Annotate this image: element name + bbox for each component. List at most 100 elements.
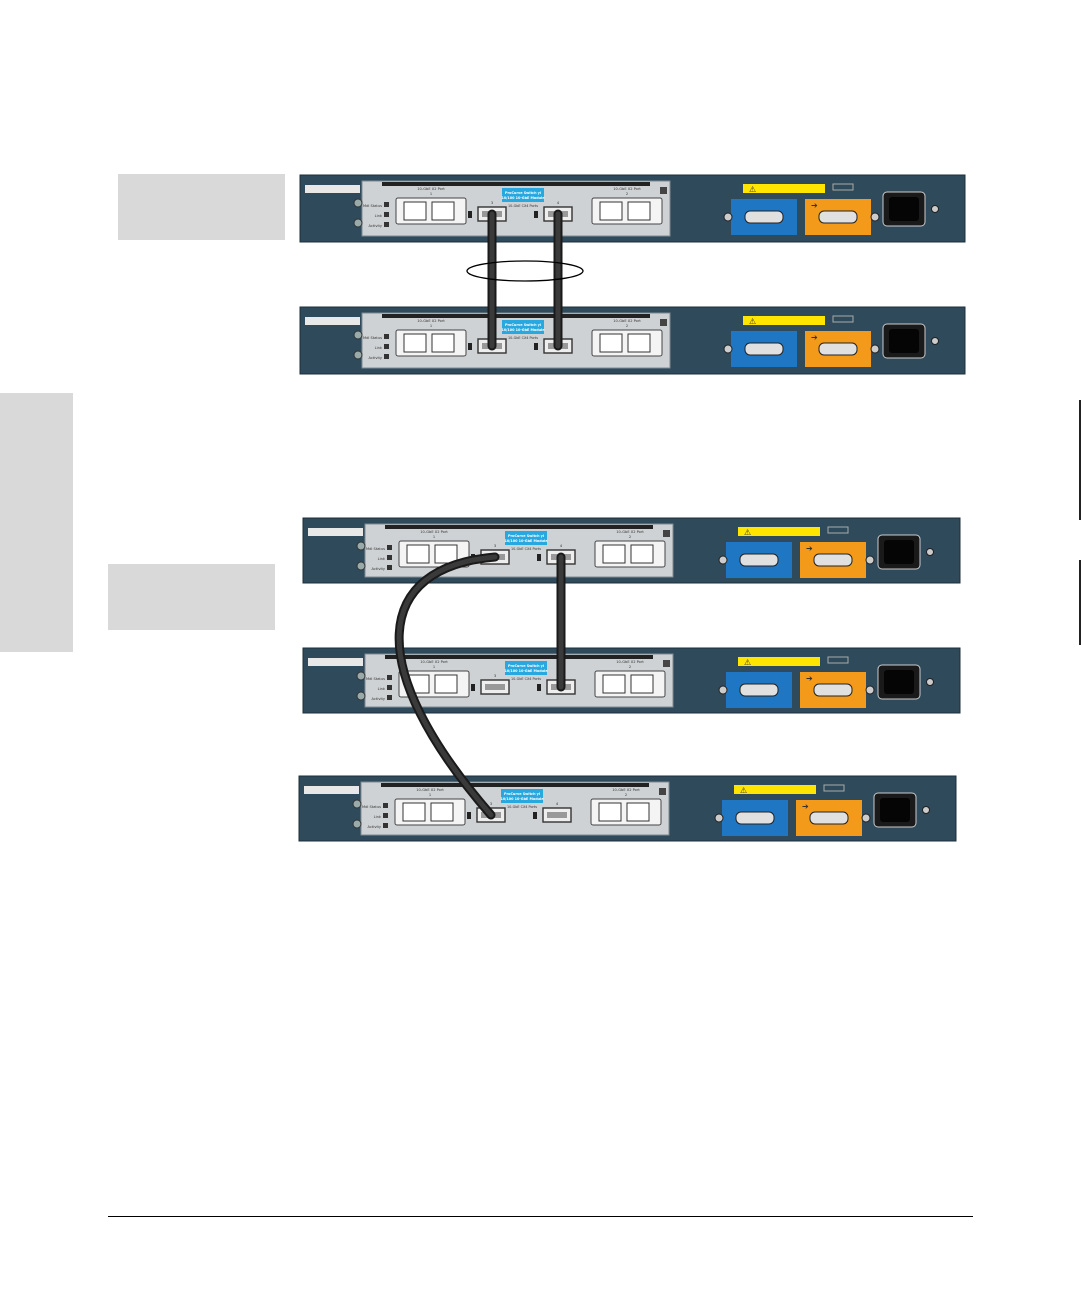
x2-transceiver: [403, 333, 427, 353]
module-badge: [502, 188, 544, 202]
module-badge-text: 10/100 10-GbE Module: [500, 797, 544, 801]
led-label: Activity: [372, 567, 386, 571]
led-label: Link: [378, 687, 386, 691]
model-label-strip: [305, 317, 360, 325]
x2-port-label: 10-GbE X2 Port: [416, 788, 444, 792]
module-badge: [505, 531, 547, 545]
port-number: 4: [560, 544, 563, 548]
module-badge-text: 10/100 10-GbE Module: [504, 539, 548, 543]
screw-icon: [926, 678, 934, 686]
led-label: Mdl Status: [366, 547, 385, 551]
led-indicator: [384, 202, 389, 207]
serial-label: [827, 656, 849, 664]
x2-transceiver: [630, 544, 654, 564]
led-indicator: [387, 545, 392, 550]
screw-icon: [723, 212, 733, 222]
port-number: 1: [433, 535, 435, 539]
serial-label: [823, 784, 845, 792]
module-top-slot: [385, 655, 653, 659]
module-top-slot: [382, 314, 650, 318]
model-label-strip: [305, 185, 360, 193]
led-indicator: [384, 334, 389, 339]
power-inlet-socket: [884, 540, 914, 564]
led-indicator: [384, 344, 389, 349]
x2-port-label: 10-GbE X2 Port: [417, 187, 445, 191]
led-label: Mdl Status: [363, 204, 382, 208]
x2-port-label: 10-GbE X2 Port: [616, 660, 644, 664]
arrow-icon: ➔: [811, 333, 818, 342]
serial-label: [827, 526, 849, 534]
cx4-ports-label: 10-GbE CX4 Ports: [511, 547, 541, 551]
led-indicator: [387, 565, 392, 570]
port-number: 3: [494, 544, 496, 548]
port-led: [468, 343, 472, 350]
screw-icon: [922, 806, 930, 814]
warning-icon: ⚠: [749, 317, 756, 326]
power-inlet-socket: [889, 329, 919, 353]
arrow-icon: ➔: [806, 544, 813, 553]
trunk-ellipse: [466, 260, 584, 282]
module-badge: [501, 789, 543, 803]
cx4-ports-label: 10-GbE CX4 Ports: [511, 677, 541, 681]
warning-icon: ⚠: [744, 528, 751, 537]
led-label: Activity: [369, 356, 383, 360]
port-number: 2: [626, 324, 628, 328]
led-indicator: [387, 555, 392, 560]
x2-transceiver: [434, 544, 458, 564]
x2-port-label: 10-GbE X2 Port: [616, 530, 644, 534]
screw-icon: [352, 819, 362, 829]
module-badge: [505, 661, 547, 675]
screw-icon: [352, 799, 362, 809]
console-db9-icon: [744, 342, 784, 356]
screw-icon: [926, 548, 934, 556]
x2-transceiver: [627, 201, 651, 221]
x2-transceiver: [431, 333, 455, 353]
cx4-ports-label: 10-GbE CX4 Ports: [508, 336, 538, 340]
cx4-port-pins: [547, 812, 567, 818]
port-number: 2: [629, 535, 631, 539]
x2-transceiver: [602, 544, 626, 564]
x2-transceiver: [431, 201, 455, 221]
console-db9-icon: [739, 553, 779, 567]
screw-icon: [870, 212, 880, 222]
port-number: 3: [491, 201, 493, 205]
led-label: Link: [375, 346, 383, 350]
port-led: [534, 343, 538, 350]
model-label-strip: [304, 786, 359, 794]
screw-icon: [356, 561, 366, 571]
led-indicator: [383, 803, 388, 808]
screw-icon: [356, 671, 366, 681]
qr-label: [663, 530, 670, 537]
x2-port-label: 10-GbE X2 Port: [613, 187, 641, 191]
arrow-icon: ➔: [811, 201, 818, 210]
module-badge-text: ProCurve Switch yl: [508, 534, 544, 538]
port-number: 2: [625, 793, 627, 797]
layout-label-box-1: [118, 174, 285, 240]
port-number: 1: [433, 665, 435, 669]
x2-transceiver: [406, 544, 430, 564]
screw-icon: [861, 813, 871, 823]
stack-db9-icon: [809, 811, 849, 825]
power-inlet-socket: [884, 670, 914, 694]
x2-transceiver: [602, 674, 626, 694]
qr-label: [663, 660, 670, 667]
warning-strip: [743, 184, 825, 193]
x2-transceiver: [430, 802, 454, 822]
x2-transceiver: [402, 802, 426, 822]
module-top-slot: [385, 525, 653, 529]
x2-transceiver: [403, 201, 427, 221]
power-inlet-socket: [880, 798, 910, 822]
port-number: 3: [494, 674, 496, 678]
port-number: 2: [629, 665, 631, 669]
cx4-port-pins: [485, 684, 505, 690]
stack-db9-icon: [818, 342, 858, 356]
led-label: Mdl Status: [362, 805, 381, 809]
led-label: Link: [378, 557, 386, 561]
led-indicator: [387, 685, 392, 690]
stacking-cable-inner: [396, 554, 498, 818]
x2-port-label: 10-GbE X2 Port: [420, 530, 448, 534]
